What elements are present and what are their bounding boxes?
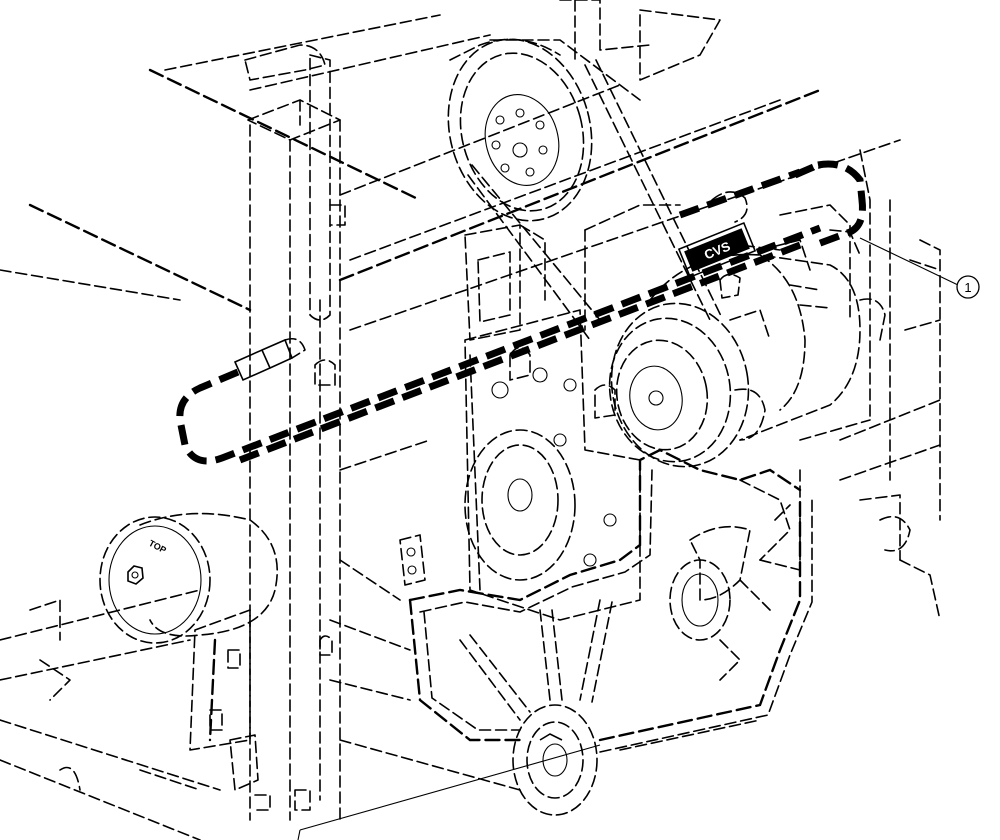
compressor-bracket [464,204,851,341]
coolant-outlet [669,479,801,681]
callout-1: 1 [956,275,980,299]
engine-timing-cover [464,309,641,621]
callout-1-label: 1 [964,280,971,295]
drive-belt [467,59,723,341]
right-engine-block [799,149,941,621]
compressor-hose [176,160,866,465]
hose-fitting [233,337,306,382]
cover-gasket [399,448,813,753]
filter-bracket [189,609,271,811]
chassis-frame [0,0,901,791]
pointer-lines [297,237,959,840]
ac-compressor: CVS [649,191,861,441]
clutch-pulley [608,302,771,468]
frame-posts [244,44,346,821]
filter-top-marking: TOP [147,538,168,555]
left-panel [0,589,221,840]
crank-seal [512,704,598,816]
upper-pulley [447,38,593,222]
